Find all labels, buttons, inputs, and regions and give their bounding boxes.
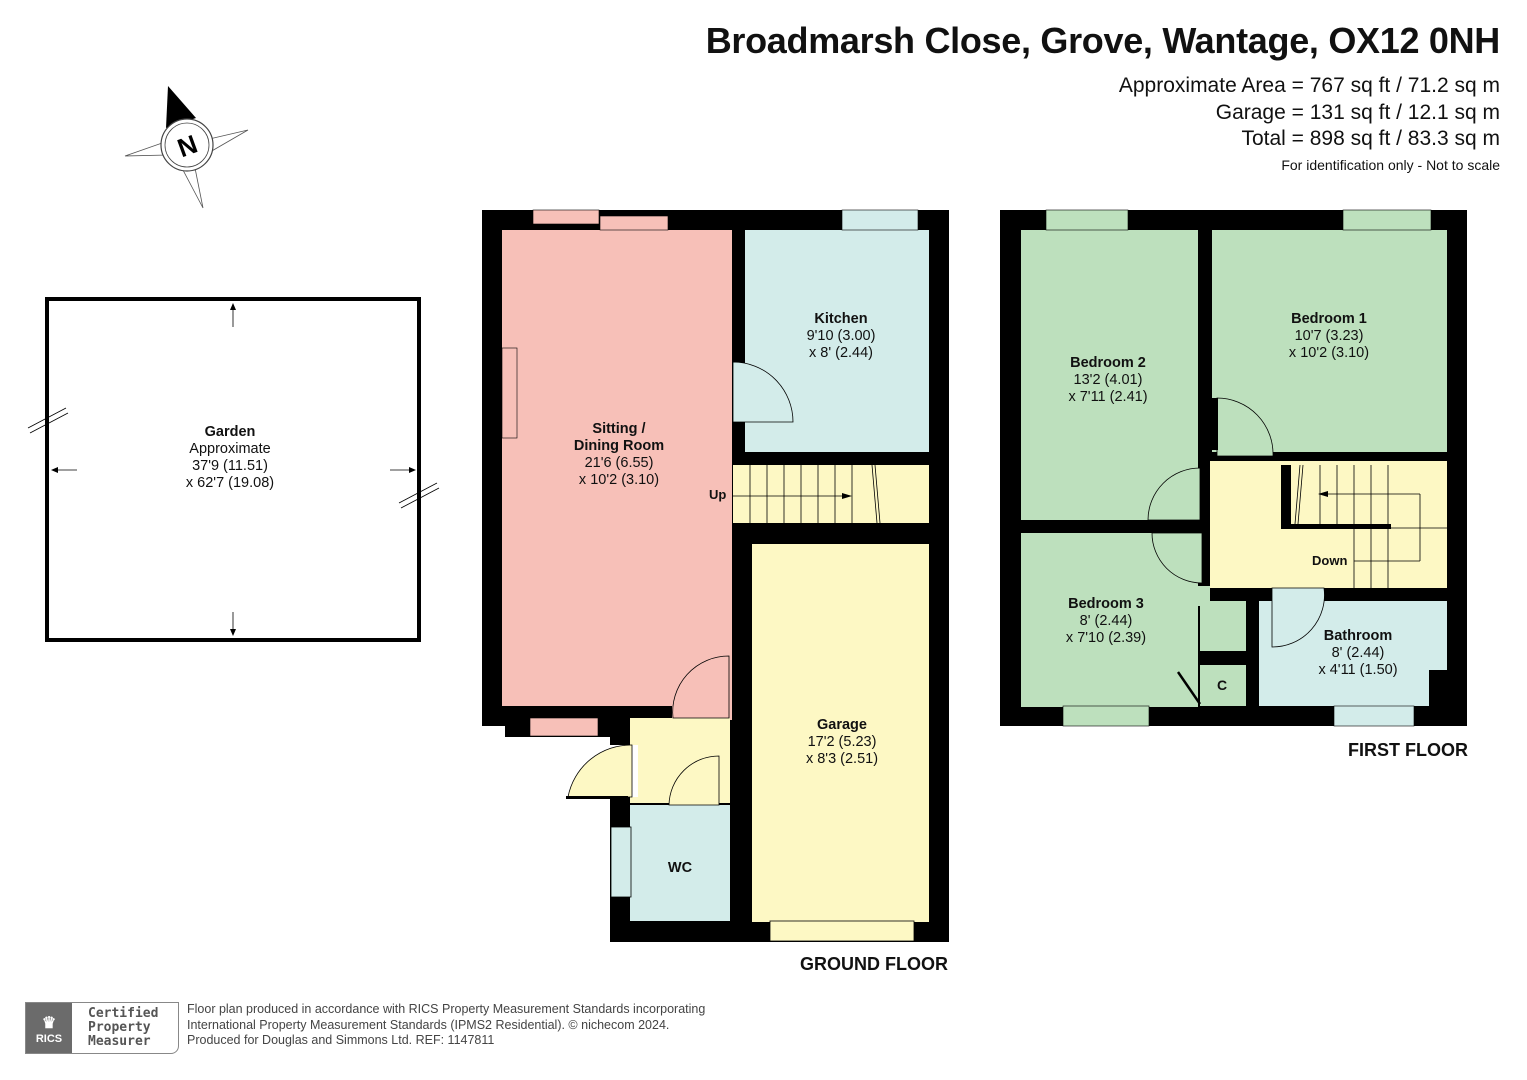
cupboard-label: C xyxy=(1217,677,1228,693)
room-name: Dining Room xyxy=(573,438,665,454)
room-dim: 17'2 (5.23) xyxy=(807,734,877,750)
room-name: Bedroom 1 xyxy=(1291,311,1367,327)
ground-floor-plan xyxy=(482,209,949,942)
ground-floor-label: GROUND FLOOR xyxy=(800,954,948,974)
room-dim: 13'2 (4.01) xyxy=(1073,372,1143,388)
room-sitting-dining: Sitting / Dining Room 21'6 (6.55) x 10'2… xyxy=(574,421,664,489)
room-bedroom-3: Bedroom 3 8' (2.44) x 7'10 (2.39) xyxy=(1066,596,1146,647)
room-name: Garage xyxy=(817,717,867,733)
room-name: Sitting / xyxy=(592,421,646,437)
room-bathroom: Bathroom 8' (2.44) x 4'11 (1.50) xyxy=(1318,628,1397,679)
room-name: Bathroom xyxy=(1323,628,1393,644)
room-dim: x 4'11 (1.50) xyxy=(1318,662,1398,678)
room-bedroom-2: Bedroom 2 13'2 (4.01) x 7'11 (2.41) xyxy=(1068,355,1147,406)
room-dim: 37'9 (11.51) xyxy=(192,458,268,474)
room-name: Bedroom 2 xyxy=(1070,355,1146,371)
room-wc: WC xyxy=(668,860,692,877)
approximate-area: Approximate Area = 767 sq ft / 71.2 sq m xyxy=(1118,74,1500,97)
room-dim: 8' (2.44) xyxy=(1079,613,1133,629)
room-name: Garden xyxy=(204,424,256,440)
room-dim: 10'7 (3.23) xyxy=(1294,328,1364,344)
garden-label: Garden Approximate 37'9 (11.51) x 62'7 (… xyxy=(186,424,274,492)
property-address-title: Broadmarsh Close, Grove, Wantage, OX12 0… xyxy=(705,20,1501,61)
total-area: Total = 898 sq ft / 83.3 sq m xyxy=(1241,127,1500,150)
room-dim: x 7'11 (2.41) xyxy=(1068,389,1148,405)
rics-certified-badge: ♛ RICS Certified Property Measurer xyxy=(25,1002,179,1054)
room-garage: Garage 17'2 (5.23) x 8'3 (2.51) xyxy=(806,717,878,768)
room-dim: 8' (2.44) xyxy=(1331,645,1385,661)
stairs-down-label: Down xyxy=(1312,553,1348,568)
room-dim: x 62'7 (19.08) xyxy=(185,475,275,491)
room-dim: x 8'3 (2.51) xyxy=(805,751,879,767)
room-name: Bedroom 3 xyxy=(1068,596,1144,612)
room-bedroom-1: Bedroom 1 10'7 (3.23) x 10'2 (3.10) xyxy=(1289,311,1369,362)
room-dim: x 10'2 (3.10) xyxy=(578,472,660,488)
room-dim: 21'6 (6.55) xyxy=(584,455,654,471)
stairs-up-label: Up xyxy=(709,487,727,502)
room-name: Kitchen xyxy=(814,311,868,327)
room-dim: x 10'2 (3.10) xyxy=(1288,345,1370,361)
badge-text: Certified Property Measurer xyxy=(88,1006,159,1049)
garden-outline xyxy=(27,297,440,642)
room-note: Approximate xyxy=(189,441,271,457)
rics-logo-icon: ♛ RICS xyxy=(26,1003,72,1053)
footer-disclaimer: Floor plan produced in accordance with R… xyxy=(187,1002,706,1047)
first-floor-plan xyxy=(1000,209,1467,727)
north-arrow-icon: N xyxy=(124,86,249,209)
garage-area: Garage = 131 sq ft / 12.1 sq m xyxy=(1215,101,1500,124)
room-dim: x 8' (2.44) xyxy=(808,345,874,361)
first-floor-label: FIRST FLOOR xyxy=(1348,740,1468,760)
room-dim: x 7'10 (2.39) xyxy=(1065,630,1147,646)
disclaimer-note: For identification only - Not to scale xyxy=(1281,157,1500,173)
room-kitchen: Kitchen 9'10 (3.00) x 8' (2.44) xyxy=(807,311,876,362)
room-dim: 9'10 (3.00) xyxy=(806,328,876,344)
room-name: WC xyxy=(667,860,693,876)
